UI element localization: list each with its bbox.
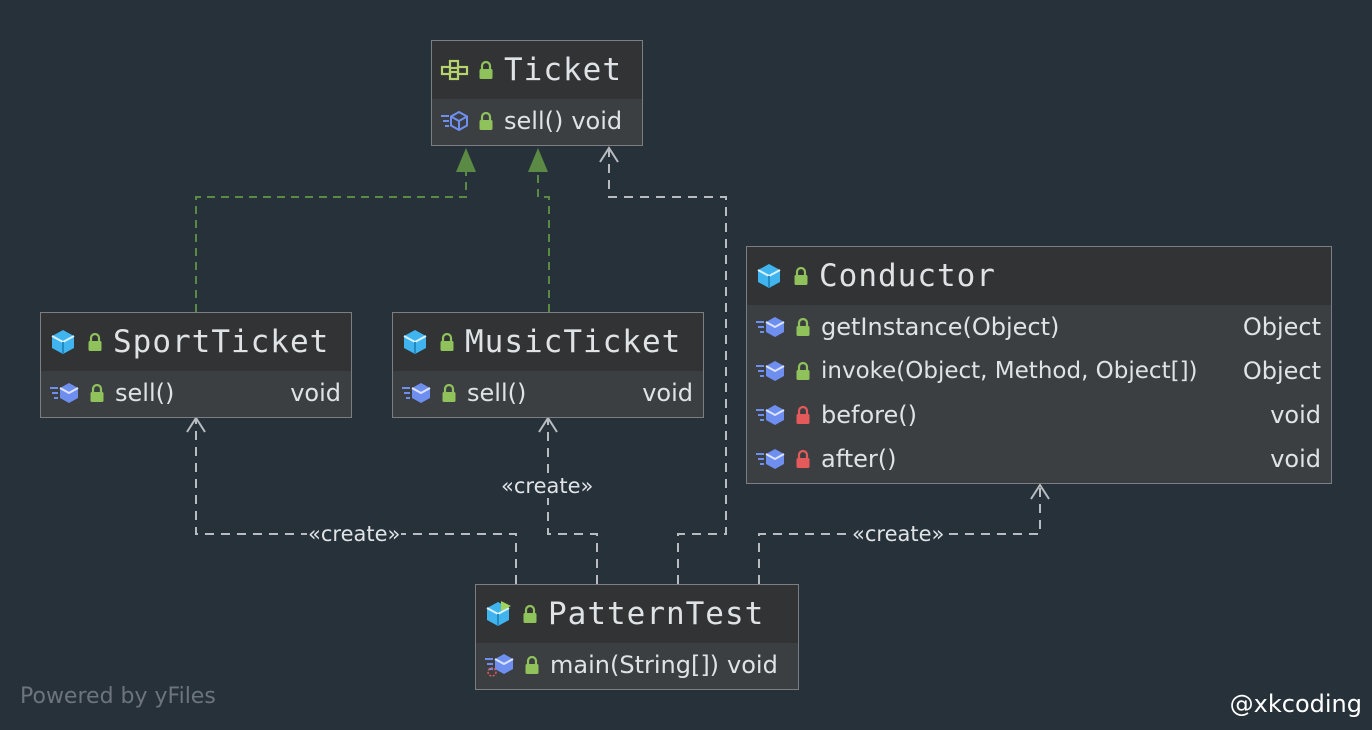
- edge-patterntest-creates-musicticket: [547, 420, 598, 584]
- implements-arrowhead: [528, 148, 548, 172]
- node-patterntest[interactable]: PatternTest main(String[]) void: [475, 584, 799, 690]
- lock-public-icon: [795, 317, 811, 337]
- member-row[interactable]: after() void: [747, 437, 1331, 481]
- author-credit: @xkcoding: [1229, 690, 1362, 718]
- member-row[interactable]: invoke(Object, Method, Object[]) Object: [747, 349, 1331, 393]
- return-type: Object: [1242, 313, 1321, 341]
- method-icon: [755, 315, 787, 339]
- lock-public-icon: [441, 383, 457, 403]
- method-icon: [401, 381, 433, 405]
- dependency-arrowhead: [538, 416, 558, 433]
- class-title: PatternTest: [548, 596, 765, 632]
- node-sportticket[interactable]: SportTicket sell() void: [40, 312, 352, 418]
- lock-public-icon: [478, 111, 494, 131]
- class-icon: [401, 328, 429, 356]
- method-icon: [755, 447, 787, 471]
- return-type: void: [290, 379, 341, 407]
- lock-public-icon: [795, 361, 811, 381]
- edge-sportticket-implements-ticket: [195, 172, 467, 312]
- edge-patterntest-creates-sportticket: [195, 420, 517, 584]
- return-type: void: [642, 379, 693, 407]
- runnable-class-icon: [484, 600, 512, 628]
- static-method-icon: [484, 652, 516, 678]
- dependency-arrowhead: [1030, 483, 1050, 500]
- lock-public-icon: [89, 383, 105, 403]
- method-icon: [755, 359, 787, 383]
- method-name: before(): [821, 401, 917, 429]
- method-icon: [49, 381, 81, 405]
- implements-arrowhead: [456, 148, 476, 172]
- method-icon: [440, 109, 470, 133]
- method-name: getInstance(Object): [821, 313, 1060, 341]
- node-conductor[interactable]: Conductor getInstance(Object) Object inv: [746, 246, 1332, 484]
- lock-public-icon: [793, 266, 809, 286]
- class-title: Conductor: [819, 258, 996, 294]
- method-name: sell(): [467, 379, 527, 407]
- dependency-arrowhead: [599, 146, 619, 163]
- member-row[interactable]: sell() void: [41, 371, 351, 415]
- return-type: void: [1270, 401, 1321, 429]
- dependency-arrowhead: [186, 416, 206, 433]
- edge-patterntest-creates-conductor: [758, 487, 1041, 584]
- lock-public-icon: [522, 604, 538, 624]
- lock-private-icon: [795, 449, 811, 469]
- class-title: SportTicket: [113, 324, 330, 360]
- class-icon: [755, 262, 783, 290]
- return-type: void: [1270, 445, 1321, 473]
- member-row[interactable]: sell() void: [393, 371, 703, 415]
- class-title: MusicTicket: [465, 324, 682, 360]
- node-ticket[interactable]: Ticket sell() void: [431, 40, 643, 146]
- powered-by-text: Powered by yFiles: [20, 684, 216, 709]
- lock-public-icon: [478, 60, 494, 80]
- member-row[interactable]: before() void: [747, 393, 1331, 437]
- edge-musicticket-implements-ticket: [537, 172, 550, 312]
- return-type: void: [571, 107, 623, 135]
- member-row[interactable]: getInstance(Object) Object: [747, 305, 1331, 349]
- method-name: invoke(Object, Method, Object[]): [821, 358, 1198, 384]
- member-row[interactable]: main(String[]) void: [476, 643, 798, 687]
- method-name: sell(): [504, 107, 564, 135]
- return-type: void: [727, 651, 778, 679]
- lock-public-icon: [524, 655, 540, 675]
- method-name: main(String[]): [550, 651, 720, 679]
- member-row[interactable]: sell() void: [432, 99, 642, 143]
- lock-private-icon: [795, 405, 811, 425]
- class-icon: [49, 328, 77, 356]
- method-name: after(): [821, 445, 897, 473]
- class-title: Ticket: [504, 52, 622, 88]
- lock-public-icon: [439, 332, 455, 352]
- return-type: Object: [1242, 357, 1321, 385]
- lock-public-icon: [87, 332, 103, 352]
- method-icon: [755, 403, 787, 427]
- edge-label-create: «create»: [307, 522, 402, 546]
- edge-label-create: «create»: [500, 474, 595, 498]
- interface-icon: [440, 58, 470, 82]
- node-musicticket[interactable]: MusicTicket sell() void: [392, 312, 704, 418]
- edge-label-create: «create»: [851, 522, 946, 546]
- method-name: sell(): [115, 379, 175, 407]
